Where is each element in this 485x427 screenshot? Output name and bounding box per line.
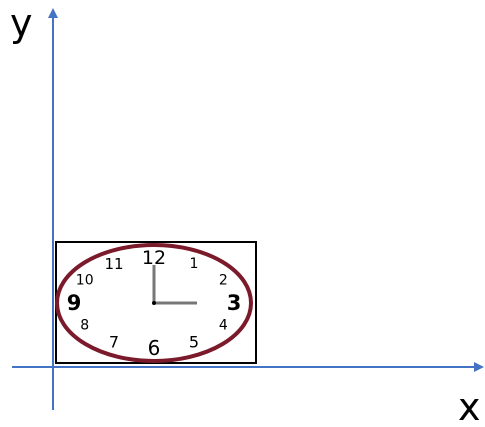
x-axis-label: x <box>458 385 481 427</box>
clock-number-1: 1 <box>190 256 199 272</box>
y-axis-label: y <box>10 1 33 45</box>
clock-number-7: 7 <box>109 333 119 352</box>
clock-number-9: 9 <box>67 291 82 315</box>
clock-number-4: 4 <box>219 318 228 334</box>
clock-number-11: 11 <box>104 255 123 273</box>
clock-number-8: 8 <box>80 318 89 334</box>
clock-center-pin <box>152 301 156 305</box>
clock-number-2: 2 <box>219 273 228 289</box>
clock-number-6: 6 <box>148 336 161 360</box>
clock-number-3: 3 <box>227 291 242 315</box>
clock-number-5: 5 <box>189 333 199 352</box>
clock-number-12: 12 <box>142 247 166 269</box>
clock-number-10: 10 <box>76 273 94 289</box>
